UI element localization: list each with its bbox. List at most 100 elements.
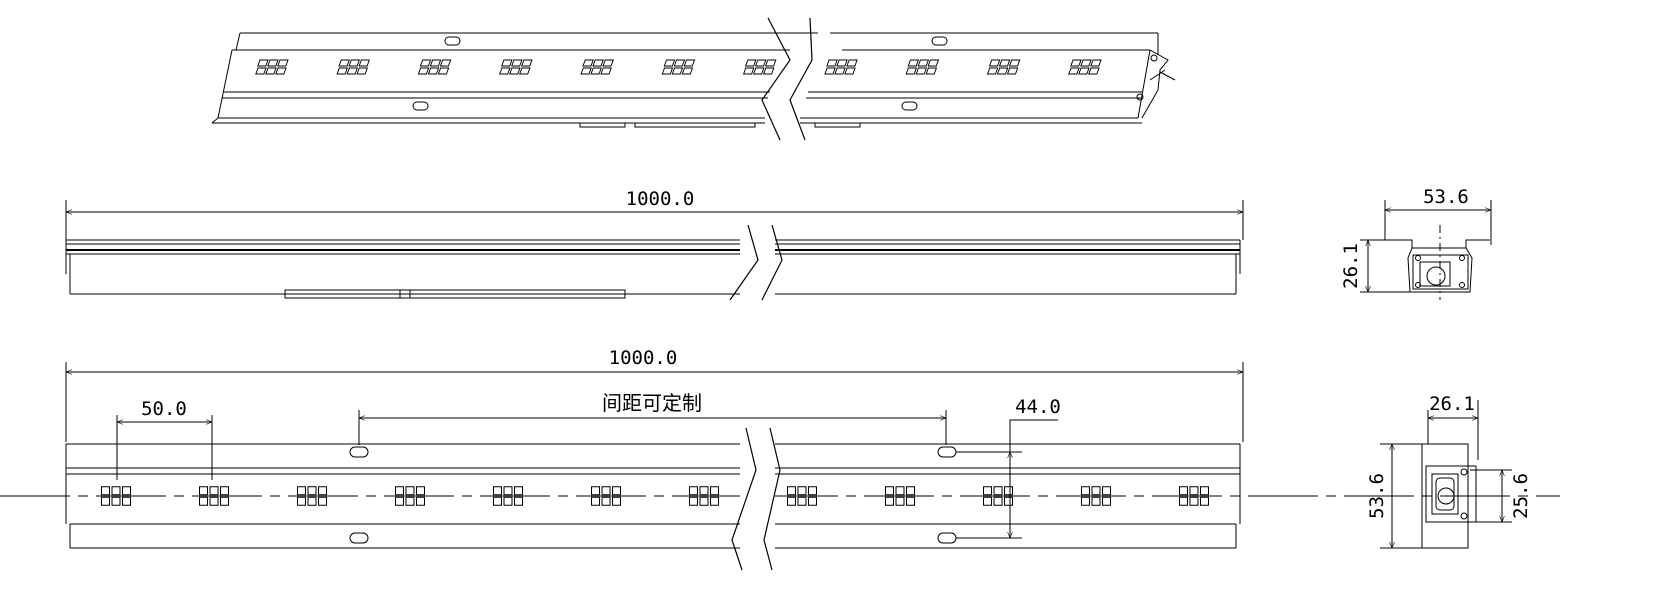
side-mount-bracket: [284, 289, 626, 299]
led-chip: [844, 67, 856, 75]
led-chip: [592, 59, 604, 67]
front-break-line: [731, 427, 757, 571]
led-chip: [834, 67, 846, 75]
led-cluster: [661, 59, 696, 75]
led-chip: [925, 67, 938, 75]
led-chip: [503, 486, 513, 496]
led-chip: [808, 496, 817, 506]
led-chip: [437, 67, 450, 75]
led-chip: [885, 486, 894, 496]
led-chip: [744, 59, 757, 67]
led-chip: [1081, 486, 1090, 496]
led-chip: [220, 486, 229, 496]
iso-end-cap: [1136, 49, 1176, 119]
led-chip: [612, 486, 621, 496]
led-chip: [996, 67, 1009, 75]
end-view-top: [1360, 200, 1492, 300]
led-chip: [348, 59, 360, 67]
led-chip: [1091, 486, 1101, 496]
led-chip: [699, 496, 709, 506]
led-chip: [419, 59, 432, 67]
led-cluster: [499, 59, 533, 75]
led-chip: [591, 486, 600, 496]
led-chip: [405, 486, 415, 496]
led-cluster: [199, 486, 229, 506]
led-chip: [582, 59, 594, 67]
led-pitch-dimension: 50.0: [141, 398, 187, 420]
led-chip: [416, 496, 425, 506]
led-chip: [1006, 67, 1019, 75]
led-chip: [824, 67, 836, 75]
led-cluster: [905, 59, 940, 75]
led-chip: [511, 59, 523, 67]
led-chip: [591, 496, 600, 506]
led-chip: [521, 59, 533, 67]
led-chip: [983, 496, 992, 506]
led-chip: [601, 496, 611, 506]
led-cluster: [983, 486, 1013, 506]
led-chip: [519, 67, 531, 75]
led-chip: [1068, 67, 1080, 75]
led-chip: [395, 486, 404, 496]
led-chip: [710, 496, 719, 506]
iso-slot: [444, 36, 461, 46]
side-view: [65, 200, 1244, 305]
led-chip: [683, 59, 696, 67]
iso-slot: [901, 101, 918, 111]
led-chip: [427, 67, 440, 75]
led-chip: [797, 486, 807, 496]
iso-break-line: [761, 17, 791, 141]
led-cluster: [395, 486, 425, 506]
led-chip: [1102, 496, 1111, 506]
led-chip: [429, 59, 442, 67]
led-chip: [580, 67, 592, 75]
led-chip: [927, 59, 940, 67]
led-chip: [661, 67, 674, 75]
led-chip: [1070, 59, 1082, 67]
front-break-line: [763, 427, 781, 571]
front-led-clusters: [101, 486, 1209, 506]
front-slot: [349, 532, 369, 544]
iso-slot: [412, 101, 429, 111]
led-chip: [590, 67, 602, 75]
led-chip: [998, 59, 1011, 67]
led-chip: [1091, 496, 1101, 506]
led-chip: [993, 496, 1003, 506]
led-cluster: [255, 59, 289, 75]
led-chip: [346, 67, 358, 75]
led-chip: [673, 59, 686, 67]
led-chip: [689, 486, 698, 496]
led-chip: [742, 67, 755, 75]
led-cluster: [336, 59, 370, 75]
led-chip: [808, 486, 817, 496]
led-chip: [915, 67, 928, 75]
front-length-dimension: 1000.0: [609, 347, 678, 369]
led-chip: [1179, 486, 1188, 496]
led-chip: [681, 67, 694, 75]
led-chip: [439, 59, 452, 67]
led-chip: [895, 496, 905, 506]
led-chip: [671, 67, 684, 75]
front-slot: [937, 446, 957, 458]
led-chip: [111, 496, 121, 506]
led-chip: [499, 67, 511, 75]
led-chip: [514, 486, 523, 496]
end-top-width-dimension: 53.6: [1423, 186, 1469, 208]
led-chip: [601, 486, 611, 496]
side-break-line: [761, 224, 783, 301]
led-chip: [895, 486, 905, 496]
led-cluster: [493, 486, 523, 506]
iso-back-flange: [235, 32, 1159, 55]
led-chip: [265, 67, 277, 75]
led-chip: [754, 59, 767, 67]
led-cluster: [101, 486, 131, 506]
led-chip: [885, 496, 894, 506]
led-chip: [336, 67, 348, 75]
led-chip: [983, 486, 992, 496]
led-chip: [1088, 67, 1100, 75]
led-chip: [220, 496, 229, 506]
isometric-view: [211, 17, 1176, 141]
led-chip: [417, 67, 430, 75]
end-bottom-lens-dimension: 25.6: [1510, 473, 1532, 519]
